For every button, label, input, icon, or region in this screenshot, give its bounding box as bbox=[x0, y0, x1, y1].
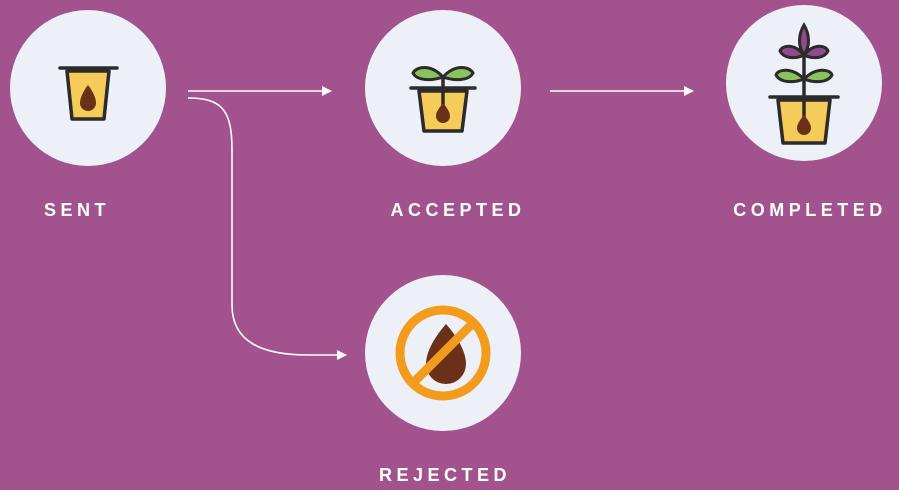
stage-accepted bbox=[365, 10, 521, 166]
label-rejected: REJECTED bbox=[378, 465, 512, 485]
stage-completed bbox=[726, 5, 882, 161]
label-accepted: ACCEPTED bbox=[390, 200, 526, 220]
prohibited-seed-icon bbox=[395, 305, 491, 401]
grown-plant-pot-icon bbox=[768, 22, 840, 145]
stage-sent bbox=[10, 10, 166, 166]
sprout-pot-icon bbox=[409, 66, 477, 133]
arrow-sent-to-rejected bbox=[187, 97, 347, 360]
seed-pot-icon bbox=[58, 66, 119, 121]
stage-rejected bbox=[365, 275, 521, 431]
label-sent: SENT bbox=[43, 200, 111, 220]
label-completed: COMPLETED bbox=[733, 200, 887, 220]
